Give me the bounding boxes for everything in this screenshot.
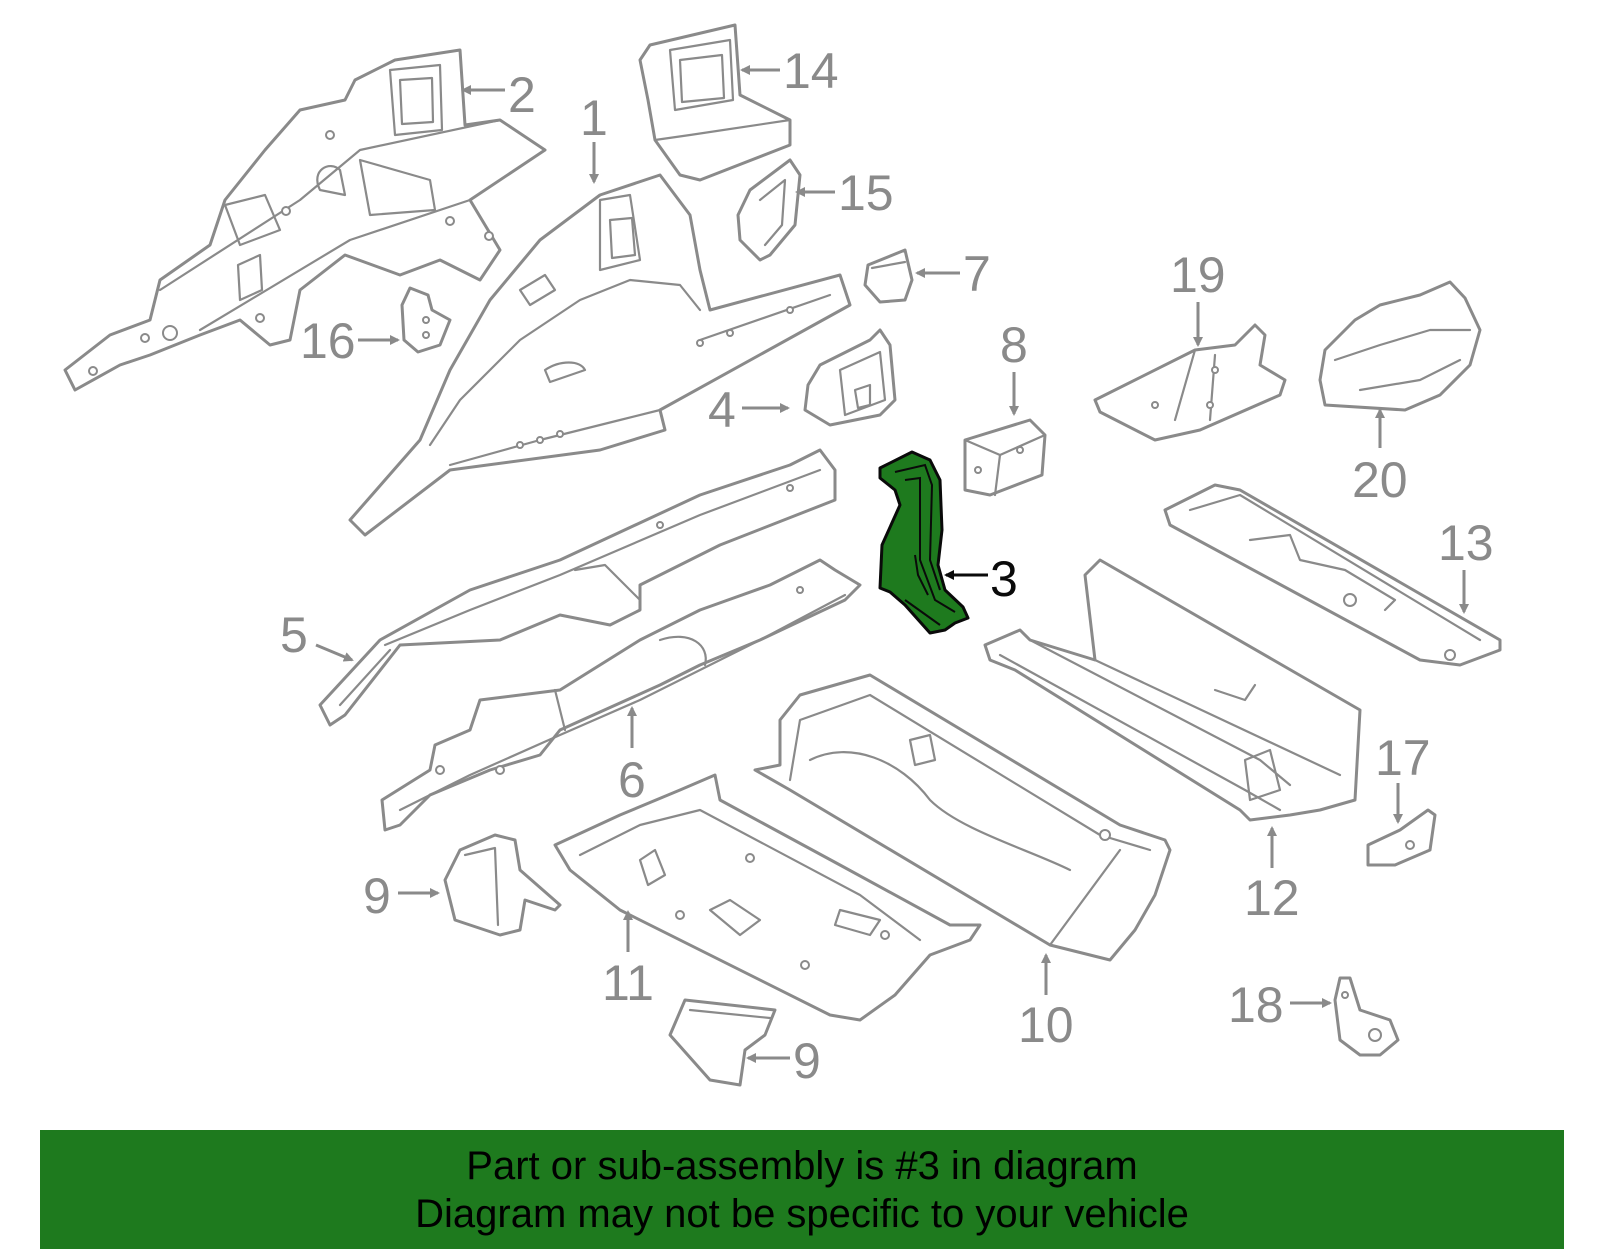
svg-text:14: 14 — [783, 43, 839, 99]
svg-text:17: 17 — [1375, 730, 1431, 786]
callout-19: 19 — [1170, 247, 1226, 347]
callout-13: 13 — [1438, 515, 1494, 614]
callout-4: 4 — [708, 382, 790, 438]
callout-12: 12 — [1244, 826, 1300, 926]
callout-17: 17 — [1375, 730, 1431, 824]
part-5-shape — [318, 448, 837, 727]
part-6-shape — [380, 558, 862, 832]
svg-text:10: 10 — [1018, 997, 1074, 1053]
callout-9-lower: 9 — [746, 1033, 821, 1089]
part-13-shape — [1163, 483, 1502, 667]
part-3-highlighted-shape — [878, 450, 970, 635]
svg-text:2: 2 — [508, 67, 536, 123]
svg-text:19: 19 — [1170, 247, 1226, 303]
svg-text:20: 20 — [1352, 452, 1408, 508]
part-1-shape — [348, 173, 852, 537]
svg-text:8: 8 — [1000, 317, 1028, 373]
part-18-shape — [1333, 976, 1400, 1057]
part-9-lower-shape — [668, 998, 777, 1087]
part-14-shape — [638, 23, 792, 182]
part-11-shape — [553, 773, 982, 1022]
callout-10: 10 — [1018, 953, 1074, 1053]
callout-5: 5 — [280, 607, 354, 663]
svg-text:15: 15 — [838, 165, 894, 221]
part-4-shape — [803, 328, 897, 427]
svg-text:12: 12 — [1244, 870, 1300, 926]
callout-15: 15 — [795, 165, 894, 221]
banner-line-part-number: Part or sub-assembly is #3 in diagram — [466, 1144, 1138, 1188]
info-banner: Part or sub-assembly is #3 in diagram Di… — [40, 1130, 1564, 1249]
callout-9-upper: 9 — [363, 868, 440, 924]
callout-6: 6 — [618, 706, 646, 808]
svg-text:9: 9 — [793, 1033, 821, 1089]
callout-8: 8 — [1000, 317, 1028, 416]
part-19-shape — [1093, 323, 1287, 442]
svg-text:16: 16 — [300, 313, 356, 369]
banner-line-disclaimer: Diagram may not be specific to your vehi… — [415, 1192, 1189, 1236]
svg-text:9: 9 — [363, 868, 391, 924]
svg-text:4: 4 — [708, 382, 736, 438]
part-12-shape — [983, 558, 1362, 822]
callout-7: 7 — [915, 246, 991, 302]
callout-18: 18 — [1228, 977, 1332, 1033]
svg-text:6: 6 — [618, 752, 646, 808]
callout-3-highlighted: 3 — [944, 551, 1018, 607]
svg-text:18: 18 — [1228, 977, 1284, 1033]
svg-text:7: 7 — [963, 246, 991, 302]
callout-11: 11 — [602, 910, 654, 1011]
callout-14: 14 — [740, 43, 839, 99]
svg-text:5: 5 — [280, 607, 308, 663]
part-15-shape — [736, 158, 802, 262]
part-9-upper-shape — [443, 833, 562, 937]
part-16-shape — [400, 286, 452, 354]
svg-text:3: 3 — [990, 551, 1018, 607]
part-2-shape — [63, 48, 547, 392]
callout-2: 2 — [461, 67, 536, 123]
part-8-shape — [963, 418, 1047, 497]
part-7-shape — [863, 248, 914, 304]
callout-20: 20 — [1352, 408, 1408, 508]
svg-text:13: 13 — [1438, 515, 1494, 571]
svg-text:1: 1 — [580, 90, 608, 146]
part-17-shape — [1366, 808, 1437, 867]
svg-text:11: 11 — [602, 955, 654, 1011]
part-10-shape — [753, 673, 1172, 962]
parts-diagram: 1 2 14 15 7 16 4 8 19 20 13 3 — [63, 23, 1502, 1089]
callout-1: 1 — [580, 90, 608, 184]
part-20-shape — [1318, 280, 1482, 412]
callout-16: 16 — [300, 313, 400, 369]
